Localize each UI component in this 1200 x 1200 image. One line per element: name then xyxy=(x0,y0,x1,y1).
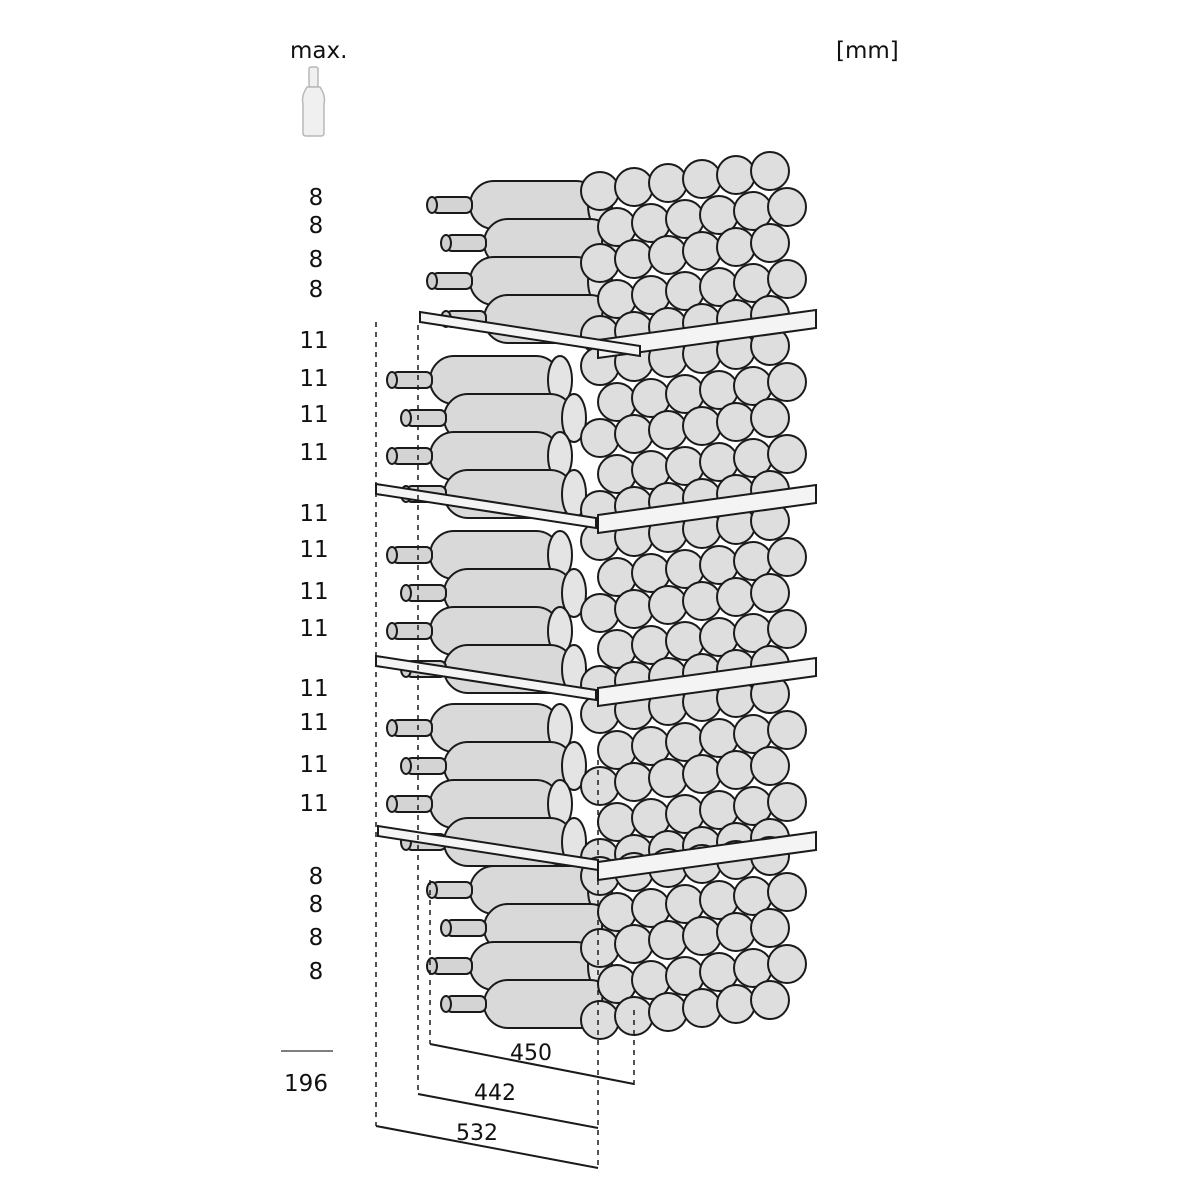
count-shelf2-3: 11 xyxy=(299,579,328,605)
top-section-end-bottle xyxy=(682,159,722,199)
count-shelf2-1: 11 xyxy=(299,501,328,527)
shelf-1-end-bottle xyxy=(614,414,654,454)
shelf-2-end-bottle xyxy=(648,585,688,625)
count-shelf3-4: 11 xyxy=(299,791,328,817)
bottom-section-end-bottle xyxy=(767,944,807,984)
count-bottom-2: 8 xyxy=(309,892,324,918)
count-shelf3-1: 11 xyxy=(299,676,328,702)
top-section-end-bottle xyxy=(648,235,688,275)
count-bottom-4: 8 xyxy=(309,959,324,985)
top-section-end-bottle xyxy=(614,239,654,279)
top-section-end-bottle xyxy=(750,223,790,263)
shelf-2-end-bottle xyxy=(614,589,654,629)
bottom-section-end-bottle xyxy=(750,980,790,1020)
dim-line-442 xyxy=(417,1093,599,1129)
top-section-end-bottle xyxy=(648,163,688,203)
shelf-side-edge-2 xyxy=(375,482,597,530)
count-shelf1-1: 11 xyxy=(299,328,328,354)
count-shelf3-3: 11 xyxy=(299,752,328,778)
bottle-icon xyxy=(301,66,326,137)
bottom-section-end-bottle xyxy=(682,916,722,956)
count-top-2: 8 xyxy=(309,213,324,239)
count-shelf1-4: 11 xyxy=(299,440,328,466)
dimension-lines xyxy=(375,322,635,1170)
unit-label: [mm] xyxy=(836,38,899,64)
bottom-section-end-bottle xyxy=(648,920,688,960)
shelf-1-end-bottle xyxy=(682,406,722,446)
shelf-3-end-bottle xyxy=(648,758,688,798)
bottom-section-end-bottle xyxy=(648,992,688,1032)
shelf-1-end-bottle xyxy=(648,410,688,450)
dim-label-450: 450 xyxy=(510,1041,552,1066)
count-column: 8 8 8 8 11 11 11 11 11 11 11 11 11 11 11… xyxy=(281,185,333,1097)
shelf-2-end-bottle xyxy=(682,581,722,621)
shelf-2-end-bottle xyxy=(750,573,790,613)
shelf-1-end-bottle xyxy=(750,398,790,438)
dim-line-450 xyxy=(429,1043,635,1085)
top-section-end-bottle xyxy=(767,259,807,299)
dim-label-442: 442 xyxy=(474,1081,516,1106)
max-label: max. xyxy=(290,38,347,64)
count-total: 196 xyxy=(284,1071,328,1097)
top-section-end-bottle xyxy=(716,227,756,267)
shelf-2-end-bottle xyxy=(767,609,807,649)
top-section-end-bottle xyxy=(716,155,756,195)
shelf-side-edge-1 xyxy=(419,310,641,358)
shelf-1-end-bottle xyxy=(580,418,620,458)
bottom-section-end-bottle xyxy=(682,988,722,1028)
count-top-4: 8 xyxy=(309,277,324,303)
shelf-3-end-bottle xyxy=(767,782,807,822)
count-shelf2-4: 11 xyxy=(299,616,328,642)
bottom-section-end-bottle xyxy=(580,928,620,968)
bottom-section-end-bottle xyxy=(716,984,756,1024)
shelf-2-end-bottle xyxy=(580,593,620,633)
bottom-section-end-bottle xyxy=(767,872,807,912)
top-section-end-bottle xyxy=(580,243,620,283)
bottom-section-end-bottle xyxy=(614,996,654,1036)
top-section-end-bottle xyxy=(767,187,807,227)
count-bottom-1: 8 xyxy=(309,864,324,890)
count-top-3: 8 xyxy=(309,247,324,273)
count-bottom-3: 8 xyxy=(309,925,324,951)
shelf-1-end-bottle xyxy=(716,402,756,442)
count-shelf1-3: 11 xyxy=(299,402,328,428)
bottom-section-end-bottle xyxy=(716,912,756,952)
shelf-3-end-bottle xyxy=(580,766,620,806)
bottom-section-end-bottle xyxy=(614,924,654,964)
bottle-stack-illustration xyxy=(375,151,817,1040)
shelf-2-end-bottle xyxy=(716,577,756,617)
shelf-3-end-bottle xyxy=(750,746,790,786)
shelf-3-end-bottle xyxy=(682,754,722,794)
count-top-1: 8 xyxy=(309,185,324,211)
shelf-3-end-bottle xyxy=(767,710,807,750)
top-section-end-bottle xyxy=(750,151,790,191)
count-shelf2-2: 11 xyxy=(299,537,328,563)
dim-label-532: 532 xyxy=(456,1121,498,1146)
dim-line-532 xyxy=(375,1125,599,1169)
shelf-3-end-bottle xyxy=(716,750,756,790)
shelf-3-end-bottle xyxy=(614,762,654,802)
shelf-1-end-bottle xyxy=(767,362,807,402)
top-section-end-bottle xyxy=(682,231,722,271)
top-section-end-bottle xyxy=(614,167,654,207)
bottom-section-end-bottle xyxy=(750,908,790,948)
shelf-1-end-bottle xyxy=(767,434,807,474)
top-section-end-bottle xyxy=(580,171,620,211)
bottom-section-end-bottle xyxy=(580,1000,620,1040)
count-shelf3-2: 11 xyxy=(299,710,328,736)
count-shelf1-2: 11 xyxy=(299,366,328,392)
shelf-2-end-bottle xyxy=(767,537,807,577)
